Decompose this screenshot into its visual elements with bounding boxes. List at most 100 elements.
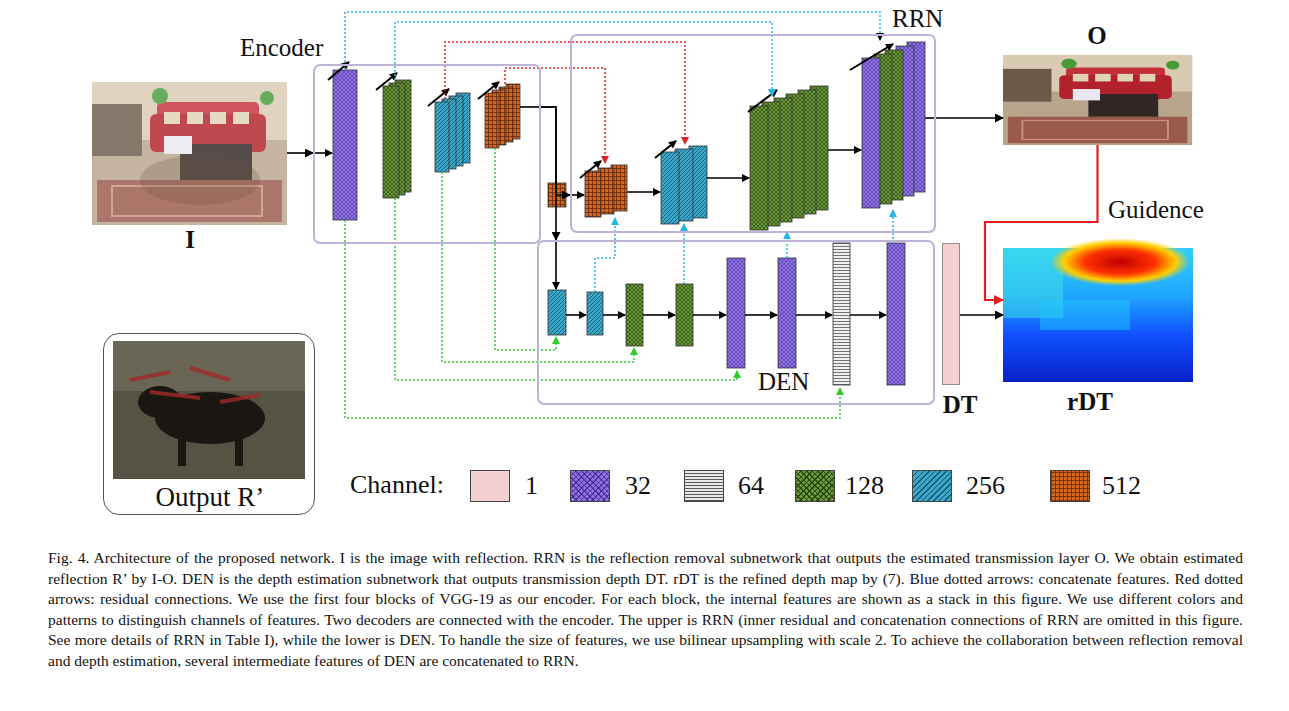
residual-arrow <box>505 68 605 163</box>
concat-arrow <box>892 210 894 243</box>
den-group: DEN <box>537 240 935 405</box>
node-label: rDT <box>1067 388 1113 416</box>
feature-block <box>435 102 449 172</box>
concat-arrow <box>345 12 880 70</box>
feature-block <box>485 93 499 148</box>
concat-arrow <box>683 224 685 284</box>
legend-text: 512 <box>1102 471 1141 501</box>
feature-block <box>661 152 679 224</box>
legend-swatch <box>795 470 835 502</box>
residual-arrow <box>445 42 685 163</box>
feature-arrow <box>428 89 449 106</box>
legend-heading: Channel: <box>350 470 444 500</box>
flow-arrow <box>555 240 557 289</box>
flow-arrow <box>603 314 625 316</box>
feature-block <box>333 70 357 220</box>
feature-block <box>333 42 925 385</box>
reflection-photo <box>113 341 305 479</box>
depth-heatmap <box>1050 238 1190 286</box>
reflection-output-box: Output R’ <box>103 333 315 515</box>
depth-map: rDT <box>1003 248 1193 382</box>
transmission-photo <box>1003 55 1192 145</box>
feature-block <box>833 243 850 385</box>
legend-swatch <box>912 470 952 502</box>
legend-text: 128 <box>845 471 884 501</box>
feature-arrow <box>850 44 893 70</box>
flow-arrow <box>627 191 660 193</box>
flow-arrow <box>520 106 541 108</box>
depth-bar: DT <box>942 243 960 385</box>
feature-arrow <box>376 73 397 90</box>
input-image: I <box>92 82 287 225</box>
node-label: I <box>185 226 195 254</box>
feature-block <box>383 86 399 198</box>
connector-arrow <box>287 152 313 154</box>
residual-arrow <box>445 42 685 144</box>
legend-text: 32 <box>625 471 651 501</box>
flow-arrow <box>796 314 832 316</box>
node-label: DEN <box>758 368 809 396</box>
input-photo <box>92 82 287 225</box>
feature-block <box>587 292 603 335</box>
flow-arrow <box>707 177 749 179</box>
legend-text: 1 <box>525 471 538 501</box>
feature-arrow <box>748 90 777 112</box>
skip-arrow <box>495 148 556 350</box>
feature-block <box>548 290 566 335</box>
feature-block <box>778 258 796 368</box>
legend-swatch <box>684 470 724 502</box>
skip-arrow <box>395 198 737 380</box>
node-label: DT <box>943 391 978 419</box>
feature-block <box>585 171 601 217</box>
feature-block <box>676 284 693 346</box>
flow-arrow <box>313 107 936 315</box>
rrn-group: RRN <box>570 34 936 233</box>
feature-block <box>862 58 880 208</box>
skip-arrow <box>345 148 840 418</box>
flow-arrow <box>828 149 861 151</box>
legend-swatch <box>470 470 510 502</box>
edge-label: Guidence <box>1106 196 1206 225</box>
connector-arrow <box>960 314 1003 316</box>
legend-text: 256 <box>966 471 1005 501</box>
input-photo <box>140 155 260 205</box>
transmission-image: O <box>1003 55 1192 145</box>
input-photo <box>92 82 287 225</box>
feature-arrow <box>580 161 601 178</box>
legend-swatch <box>1050 470 1090 502</box>
node-label: Output R’ <box>156 482 265 513</box>
connector-arrow <box>985 145 1098 300</box>
legend-text: 64 <box>738 471 764 501</box>
reflection-photo <box>178 430 186 466</box>
flow-arrow <box>566 314 586 316</box>
flow-arrow <box>693 314 726 316</box>
feature-arrow <box>655 141 676 158</box>
reflection-photo <box>113 341 305 479</box>
flow-arrow <box>643 314 675 316</box>
transmission-photo <box>1003 55 1192 145</box>
encoder-group: Encoder <box>313 64 541 244</box>
figure-caption: Fig. 4. Architecture of the proposed net… <box>48 548 1243 672</box>
reflection-photo <box>130 368 260 402</box>
skip-arrow <box>345 220 840 418</box>
reflection-photo <box>138 386 182 418</box>
reflection-photo <box>113 341 305 391</box>
reflection-photo <box>235 430 243 466</box>
feature-block <box>887 243 905 385</box>
input-photo <box>92 82 287 225</box>
concat-arrow <box>345 12 893 292</box>
concat-arrow <box>595 218 615 292</box>
node-label: O <box>1087 22 1106 50</box>
feature-block <box>750 106 768 230</box>
concat-arrow <box>786 232 788 258</box>
connector-arrow <box>541 107 556 240</box>
legend-swatch <box>570 470 610 502</box>
depth-heatmap <box>1040 300 1130 330</box>
flow-arrow <box>313 152 332 154</box>
node-label: Encoder <box>240 34 323 62</box>
feature-block <box>626 284 643 346</box>
connector-arrow <box>936 117 1003 119</box>
feature-block <box>727 258 745 368</box>
